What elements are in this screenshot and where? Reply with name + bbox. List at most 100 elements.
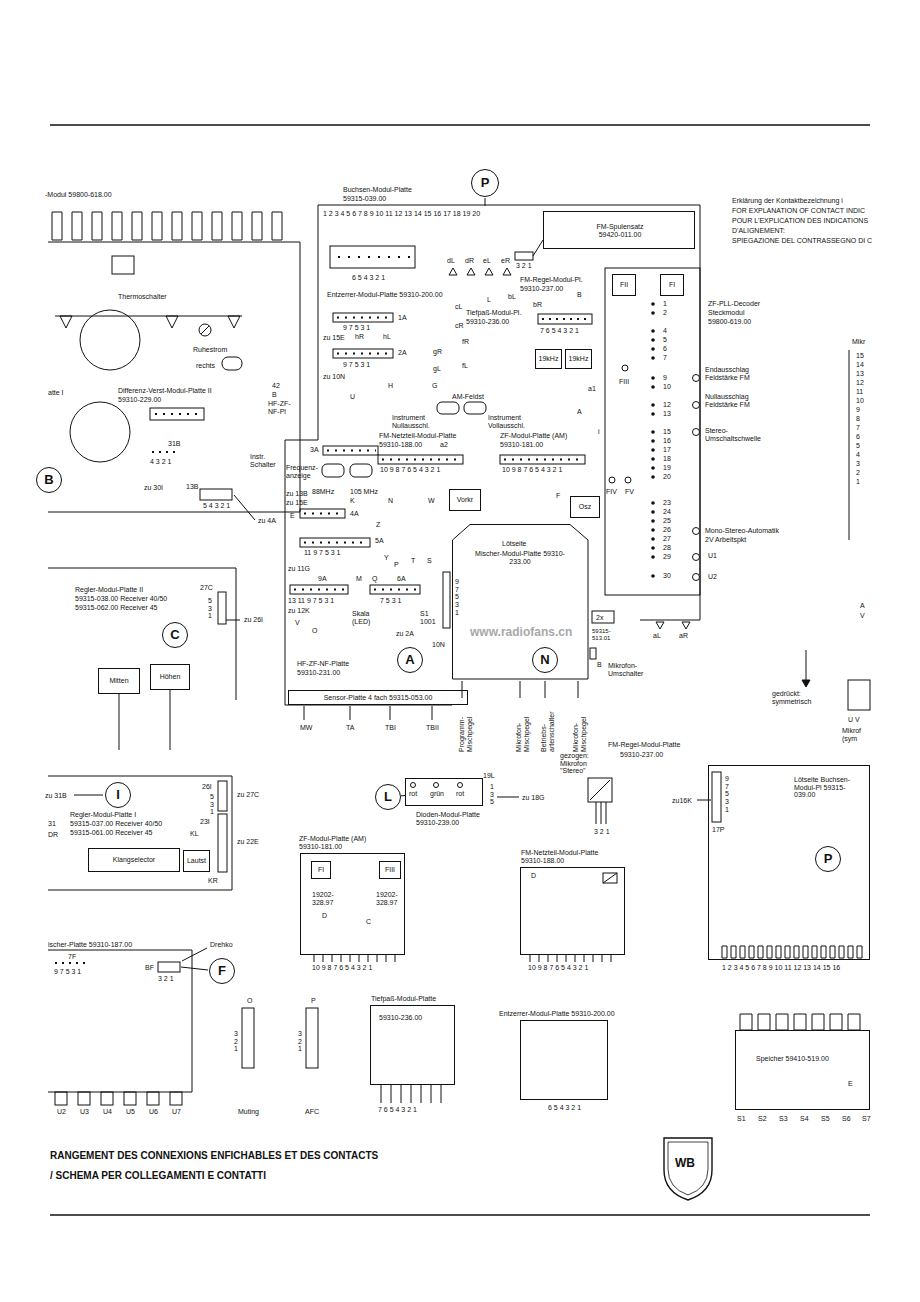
text-label: 6 bbox=[663, 345, 667, 353]
main-board bbox=[350, 464, 372, 477]
callout-circle: C bbox=[162, 622, 188, 648]
text-label: 25 bbox=[663, 517, 671, 525]
text-label: 59315-037.00 Receiver 40/50 bbox=[70, 820, 162, 828]
pin-dots bbox=[651, 347, 655, 351]
text-label: 15 bbox=[856, 352, 864, 360]
module-pins bbox=[458, 783, 463, 788]
node-label: Klangselector bbox=[113, 856, 155, 864]
text-label: FIV bbox=[606, 488, 617, 496]
test-point bbox=[693, 429, 700, 436]
power-amp-board bbox=[234, 495, 255, 520]
text-label: 8 bbox=[856, 415, 860, 423]
text-label: dL bbox=[447, 257, 455, 265]
trimmer-box: Osz bbox=[570, 496, 600, 518]
filter-box: 19kHz bbox=[535, 349, 562, 369]
pin-dots bbox=[651, 528, 655, 532]
main-board bbox=[285, 440, 452, 705]
text-label: Instr. Schalter bbox=[250, 453, 282, 468]
main-board bbox=[290, 585, 348, 594]
brand-logo bbox=[664, 1138, 712, 1200]
text-label: 7 bbox=[663, 354, 667, 362]
text-label: eR bbox=[501, 257, 510, 265]
node-label: FM-Spulensatz 59420-011.00 bbox=[585, 223, 655, 238]
text-label: Stereo-Umschaltschwelle bbox=[705, 427, 767, 442]
text-label: 31B bbox=[168, 440, 180, 448]
text-label: 10 9 8 7 6 5 4 3 2 1 bbox=[312, 964, 372, 972]
node-label: FIII bbox=[385, 866, 395, 874]
text-label: T bbox=[411, 557, 415, 565]
power-amp-board bbox=[155, 413, 200, 415]
text-label: zu 11G bbox=[288, 565, 310, 573]
text-label: 10 9 8 7 6 5 4 3 2 1 bbox=[528, 964, 588, 972]
control-boards bbox=[181, 967, 208, 970]
text-label: U4 bbox=[103, 1108, 112, 1116]
module-pins bbox=[434, 783, 439, 788]
text-label: 6 5 4 3 2 1 bbox=[352, 274, 385, 282]
text-label: 88MHz bbox=[312, 488, 334, 496]
text-label: Regler-Modul-Platte II bbox=[75, 586, 143, 594]
text-label: Differenz-Verst-Modul-Platte II bbox=[118, 387, 212, 395]
node-label: N bbox=[540, 653, 549, 667]
main-board bbox=[338, 256, 410, 258]
pin-dots bbox=[651, 302, 655, 306]
text-label: 2 bbox=[663, 309, 667, 317]
pin-dots bbox=[651, 311, 655, 315]
node-label: 59310-236.00 bbox=[379, 1014, 422, 1022]
text-label: KL bbox=[190, 830, 199, 838]
pin-dots bbox=[651, 519, 655, 523]
node-label: Speicher 59410-519.00 bbox=[756, 1055, 829, 1063]
text-label: 7 6 5 4 3 2 1 bbox=[378, 1106, 417, 1114]
text-label: 15 bbox=[663, 428, 671, 436]
main-board bbox=[443, 572, 450, 628]
text-label: S6 bbox=[842, 1115, 851, 1123]
text-label: 1 bbox=[856, 478, 860, 486]
pin-dots bbox=[651, 356, 655, 360]
text-label: 12 bbox=[663, 401, 671, 409]
text-label: P bbox=[311, 997, 316, 1005]
text-label: 9A bbox=[318, 575, 327, 583]
frame-rule bbox=[50, 1214, 870, 1216]
power-amp-board bbox=[201, 326, 209, 334]
node-label: Osz bbox=[579, 503, 591, 511]
node-label: 19kHz bbox=[569, 355, 589, 363]
text-label: E bbox=[848, 1080, 853, 1088]
trimmer-box: Vorkr bbox=[449, 489, 481, 511]
main-board bbox=[578, 681, 579, 698]
text-label: U2 bbox=[708, 573, 717, 581]
text-label: Z bbox=[376, 521, 380, 529]
text-label: Regler-Modul-Platte I bbox=[70, 811, 136, 819]
callout-circle: P bbox=[471, 169, 499, 197]
text-label: S4 bbox=[800, 1115, 809, 1123]
text-label: V bbox=[860, 612, 865, 620]
node-label: Lötseite bbox=[502, 540, 527, 548]
brand-logo bbox=[664, 1138, 712, 1200]
control-boards bbox=[48, 950, 192, 1092]
pin-dots bbox=[651, 448, 655, 452]
text-label: S bbox=[427, 557, 432, 565]
sensor-board: Sensor-Platte 4 fach 59315-053.00 bbox=[288, 690, 468, 705]
text-label: 19202-328.97 bbox=[312, 891, 340, 906]
text-label: S3 bbox=[779, 1115, 788, 1123]
text-label: S1 1001 bbox=[420, 610, 438, 625]
node-label: Tiefpaß-Modul-Platte bbox=[371, 995, 436, 1003]
test-point bbox=[693, 402, 700, 409]
text-label: DR bbox=[48, 831, 58, 839]
callout-circle: P bbox=[815, 846, 841, 872]
text-label: FM-Regel-Modul-Platte bbox=[608, 741, 680, 749]
main-board bbox=[515, 252, 533, 260]
text-label: ischer-Platte 59310-187.00 bbox=[48, 941, 132, 949]
pin-dots bbox=[651, 510, 655, 514]
text-label: 6 bbox=[856, 433, 860, 441]
pin-dots bbox=[651, 430, 655, 434]
main-board bbox=[294, 588, 346, 590]
diode-module-box: rotgrünrotDioden-Modul-Platte 59310-239.… bbox=[405, 778, 483, 806]
callout-circle: B bbox=[36, 467, 62, 493]
module-pins bbox=[596, 802, 606, 824]
text-label: zu 15E bbox=[323, 334, 345, 342]
text-label: 1 2 3 4 5 6 7 8 9 10 11 12 13 14 15 16 bbox=[722, 964, 840, 972]
pin-dots bbox=[651, 466, 655, 470]
text-label: 10N bbox=[432, 641, 445, 649]
module-pins bbox=[411, 783, 416, 788]
main-board bbox=[337, 316, 390, 318]
